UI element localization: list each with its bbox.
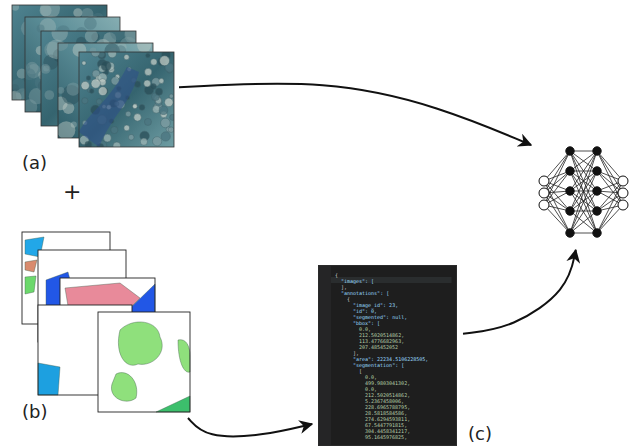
annotation-json-panel: (c){"images": [],"annotations": [{"image… <box>318 265 457 446</box>
flow-arrow <box>179 84 531 145</box>
illustration <box>22 232 192 414</box>
code-line: 0.0, <box>365 386 377 392</box>
code-line: 212.5020514862, <box>365 392 410 398</box>
code-line: 0.0, <box>359 326 371 332</box>
panel-label: (a) <box>22 153 47 174</box>
flow-arrow <box>188 418 312 436</box>
code-line: 28.5818584586, <box>365 410 407 416</box>
code-line: "area": 22234.5106228505, <box>353 356 428 362</box>
network-links <box>544 151 623 233</box>
code-line: { <box>347 296 350 302</box>
illustration <box>535 143 632 242</box>
code-line: "bbox": [ <box>353 320 380 326</box>
code-line: 207.485452052 <box>359 344 398 350</box>
panel-label: (b) <box>22 402 47 423</box>
flow-arrow <box>463 250 576 334</box>
code-line: 499.9803041302, <box>365 380 410 386</box>
image-stack: (a) <box>12 5 177 147</box>
code-line: "images": [ <box>341 278 374 284</box>
code-line: "segmentation": [ <box>353 362 404 368</box>
illustration <box>12 5 177 147</box>
code-line: 113.4776682963, <box>359 338 404 344</box>
code-line: "annotations": [ <box>341 290 389 296</box>
line-highlight <box>331 277 452 283</box>
network-neurons <box>539 147 628 237</box>
code-line: ], <box>341 284 347 290</box>
photo-tile <box>79 48 176 150</box>
code-line: { <box>335 272 338 278</box>
mask-stack: (b) <box>22 232 192 414</box>
code-line: 304.4458341217, <box>365 428 410 434</box>
panel-label: (c) <box>468 424 492 445</box>
code-line: 212.5020514862, <box>359 332 404 338</box>
code-line: "image_id": 23, <box>353 302 398 308</box>
neural-network <box>535 143 632 242</box>
code-line: [ <box>359 368 362 374</box>
plus-sign: + <box>63 179 81 204</box>
code-line: ], <box>353 350 359 356</box>
code-line: 95.1645976825, <box>365 434 407 440</box>
code-line: 5.2367458006, <box>365 398 404 404</box>
code-line: "id": 0, <box>353 308 377 314</box>
code-line: 228.6965788795, <box>365 404 410 410</box>
code-line: 274.6294593811, <box>365 416 410 422</box>
code-line: 67.5447791815, <box>365 422 407 428</box>
line-gutter <box>319 266 331 445</box>
mask-tile <box>98 312 190 412</box>
code-line: 0.0, <box>365 374 377 380</box>
code-line: "segmented": null, <box>353 314 407 320</box>
